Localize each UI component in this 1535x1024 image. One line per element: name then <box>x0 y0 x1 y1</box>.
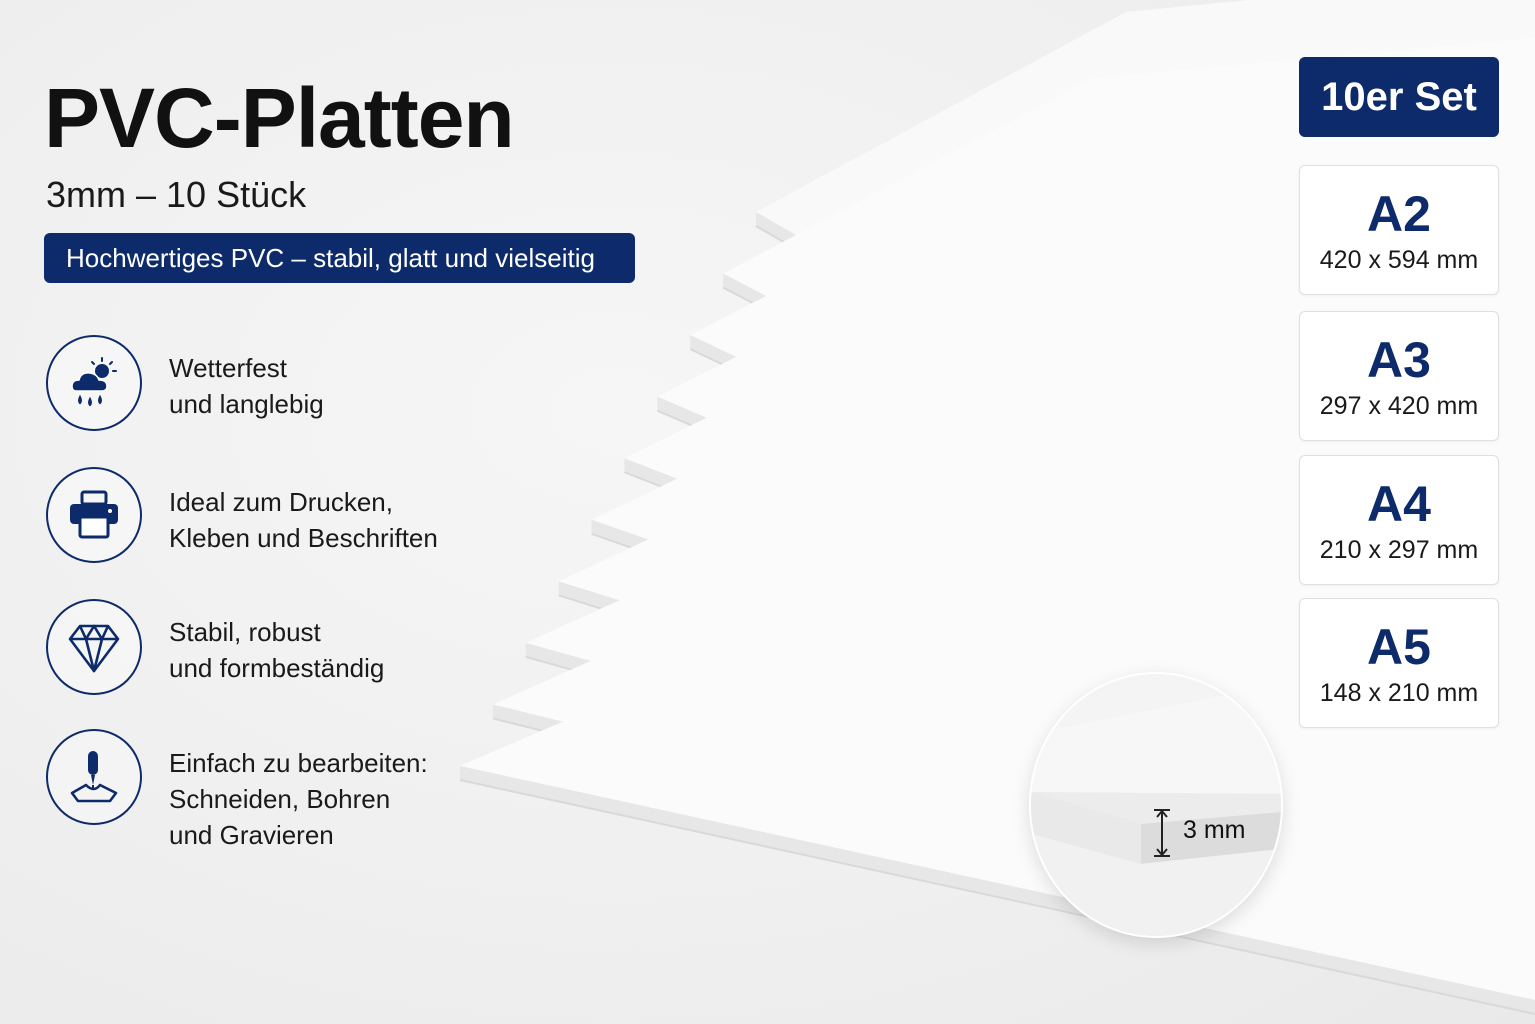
feature-line: und formbeständig <box>169 653 385 683</box>
page-subtitle: 3mm – 10 Stück <box>46 174 307 215</box>
feature-printable: Ideal zum Drucken, Kleben und Beschrifte… <box>46 467 566 567</box>
feature-line: Einfach zu bearbeiten: <box>169 748 428 778</box>
page-title: PVC-Platten <box>44 71 515 165</box>
thickness-arrow-icon <box>1154 809 1170 857</box>
size-dimensions: 420 x 594 mm <box>1319 246 1479 274</box>
size-name: A3 <box>1367 332 1431 388</box>
feature-line: Stabil, robust <box>169 617 321 647</box>
size-card-a4: A4 210 x 297 mm <box>1299 455 1499 585</box>
diamond-icon <box>46 599 142 695</box>
size-dimensions: 148 x 210 mm <box>1319 679 1479 707</box>
tagline-banner: Hochwertiges PVC – stabil, glatt und vie… <box>44 233 635 283</box>
feature-line: Schneiden, Bohren <box>169 784 391 814</box>
size-card-a3: A3 297 x 420 mm <box>1299 311 1499 441</box>
feature-workable: Einfach zu bearbeiten: Schneiden, Bohren… <box>46 729 566 859</box>
size-dimensions: 210 x 297 mm <box>1319 536 1479 564</box>
size-name: A2 <box>1367 186 1431 242</box>
size-card-a5: A5 148 x 210 mm <box>1299 598 1499 728</box>
feature-line: und langlebig <box>169 389 324 419</box>
weather-icon <box>46 335 142 431</box>
feature-line: Wetterfest <box>169 353 288 383</box>
feature-weatherproof: Wetterfest und langlebig <box>46 335 566 435</box>
feature-line: und Gravieren <box>169 820 334 850</box>
thickness-zoom-detail: 3 mm <box>1029 672 1283 938</box>
size-card-a2: A2 420 x 594 mm <box>1299 165 1499 295</box>
engraving-tool-icon <box>46 729 142 825</box>
thickness-label: 3 mm <box>1183 816 1246 844</box>
feature-line: Kleben und Beschriften <box>169 523 438 553</box>
feature-line: Ideal zum Drucken, <box>169 487 393 517</box>
size-name: A5 <box>1367 619 1431 675</box>
size-name: A4 <box>1367 476 1431 532</box>
set-badge: 10er Set <box>1299 57 1499 137</box>
feature-sturdy: Stabil, robust und formbeständig <box>46 599 566 699</box>
printer-icon <box>46 467 142 563</box>
size-dimensions: 297 x 420 mm <box>1319 392 1479 420</box>
